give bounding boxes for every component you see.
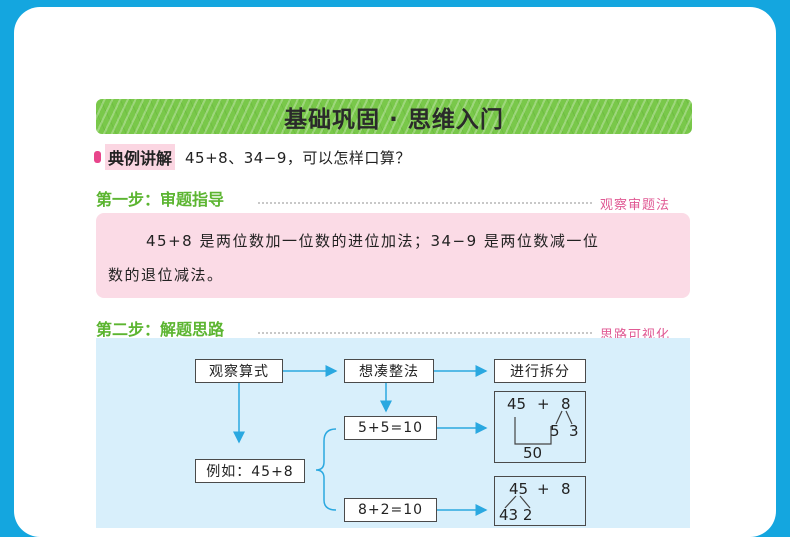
section-title: 基础巩固 · 思维入门 bbox=[284, 106, 504, 133]
step1-text-line2: 数的退位减法。 bbox=[108, 266, 224, 284]
split1-plus: + bbox=[537, 395, 550, 413]
calc2-label: 8+2=10 bbox=[357, 502, 424, 518]
example-box-label: 例如：45+8 bbox=[206, 464, 294, 480]
split1-part-a: 5 bbox=[550, 422, 560, 440]
calc1-box: 5+5=10 bbox=[344, 416, 437, 440]
example-label: 典例讲解 bbox=[105, 144, 176, 170]
observe-formula-label: 观察算式 bbox=[209, 364, 269, 380]
step1-dotted-leader bbox=[258, 202, 592, 204]
calc2-box: 8+2=10 bbox=[344, 498, 437, 522]
example-question: 45+8、34−9，可以怎样口算？ bbox=[185, 148, 411, 167]
example-box: 例如：45+8 bbox=[195, 459, 305, 483]
observe-formula-box: 观察算式 bbox=[195, 359, 283, 383]
split1-number-b: 8 bbox=[561, 395, 571, 413]
step1-content-box: 45+8 是两位数加一位数的进位加法；34−9 是两位数减一位 数的退位减法。 bbox=[96, 213, 690, 298]
round-method-box: 想凑整法 bbox=[344, 359, 434, 383]
bullet-icon bbox=[94, 151, 101, 163]
split2-number-b: 8 bbox=[561, 480, 571, 498]
section-banner: 基础巩固 · 思维入门 bbox=[96, 99, 692, 134]
step1-tag: 观察审题法 bbox=[600, 198, 671, 213]
step1-text-line1: 45+8 是两位数加一位数的进位加法；34−9 是两位数减一位 bbox=[146, 232, 600, 250]
calc1-label: 5+5=10 bbox=[357, 420, 424, 436]
flow-arrows bbox=[233, 365, 573, 516]
split2-partial: 43 2 bbox=[499, 506, 533, 524]
split-diagram-1: 45 + 8 5 3 50 bbox=[494, 391, 586, 463]
split1-result: 50 bbox=[523, 444, 543, 462]
step2-dotted-leader bbox=[258, 332, 592, 334]
split-diagram-2: 45 + 8 43 2 bbox=[494, 476, 586, 526]
step2-title: 第二步：解题思路 bbox=[96, 320, 225, 339]
split1-part-b: 3 bbox=[569, 422, 579, 440]
split1-number-a: 45 bbox=[507, 395, 527, 413]
round-method-label: 想凑整法 bbox=[359, 364, 419, 380]
split-step-box: 进行拆分 bbox=[494, 359, 586, 383]
split-step-label: 进行拆分 bbox=[510, 364, 570, 380]
split2-plus: + bbox=[537, 480, 550, 498]
step1-title: 第一步：审题指导 bbox=[96, 190, 225, 209]
split2-number-a: 45 bbox=[509, 480, 529, 498]
example-row: 典例讲解 45+8、34−9，可以怎样口算？ bbox=[94, 144, 411, 170]
